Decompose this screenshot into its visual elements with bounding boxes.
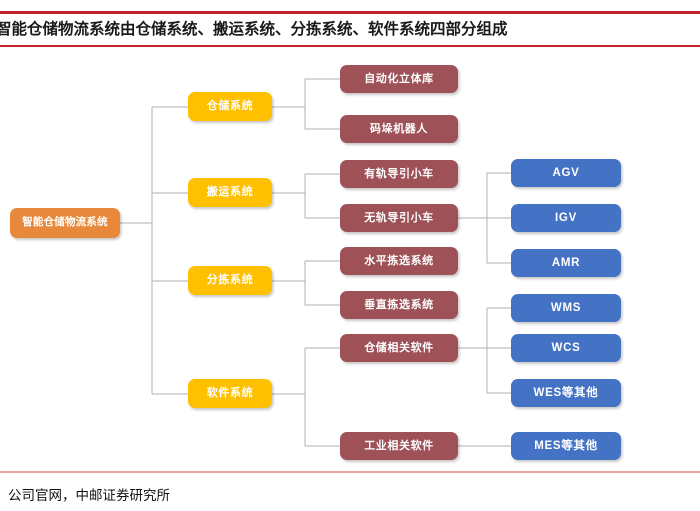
footer-rule [0,471,700,473]
connector-lines [120,78,511,447]
node-mes-others[interactable]: MES等其他 [511,432,621,460]
node-warehouse-software[interactable]: 仓储相关软件 [340,334,458,362]
node-rail-guided-vehicle[interactable]: 有轨导引小车 [340,160,458,188]
page-title: 智能仓储物流系统由仓储系统、搬运系统、分拣系统、软件系统四部分组成 [0,21,508,38]
node-automated-warehouse[interactable]: 自动化立体库 [340,65,458,93]
node-wms[interactable]: WMS [511,294,621,322]
header-rule-bottom [0,45,700,47]
node-agv[interactable]: AGV [511,159,621,187]
node-warehouse-system[interactable]: 仓储系统 [188,92,272,121]
node-horizontal-picking-system[interactable]: 水平拣选系统 [340,247,458,275]
org-chart-diagram: 智能仓储物流系统 仓储系统 搬运系统 分拣系统 软件系统 自动化立体库 码垛机器… [0,47,700,471]
node-amr[interactable]: AMR [511,249,621,277]
node-palletizing-robot[interactable]: 码垛机器人 [340,115,458,143]
node-wes-others[interactable]: WES等其他 [511,379,621,407]
node-igv[interactable]: IGV [511,204,621,232]
node-root[interactable]: 智能仓储物流系统 [10,208,120,238]
header-rule-top [0,11,700,14]
node-sorting-system[interactable]: 分拣系统 [188,266,272,295]
node-software-system[interactable]: 软件系统 [188,379,272,408]
node-handling-system[interactable]: 搬运系统 [188,178,272,207]
source-note: 公司官网，中邮证券研究所 [8,488,170,503]
node-trackless-guided-vehicle[interactable]: 无轨导引小车 [340,204,458,232]
node-industrial-software[interactable]: 工业相关软件 [340,432,458,460]
node-wcs[interactable]: WCS [511,334,621,362]
node-vertical-picking-system[interactable]: 垂直拣选系统 [340,291,458,319]
